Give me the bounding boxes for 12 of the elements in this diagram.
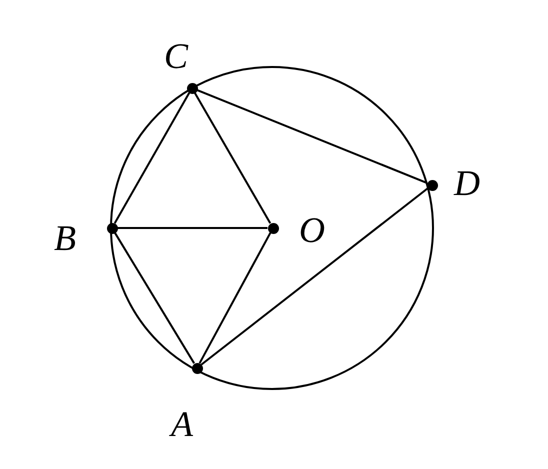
line-segment — [196, 89, 428, 184]
line-segment — [114, 92, 190, 224]
line-segment — [198, 232, 272, 364]
point-label: C — [164, 38, 188, 74]
line-segment — [200, 188, 428, 366]
line-segment — [194, 92, 272, 224]
point-label: D — [454, 165, 480, 201]
point-label: B — [54, 220, 76, 256]
point-label: O — [299, 212, 325, 248]
line-segment — [114, 232, 195, 364]
point-label: A — [171, 406, 193, 442]
line-segment — [118, 227, 268, 229]
